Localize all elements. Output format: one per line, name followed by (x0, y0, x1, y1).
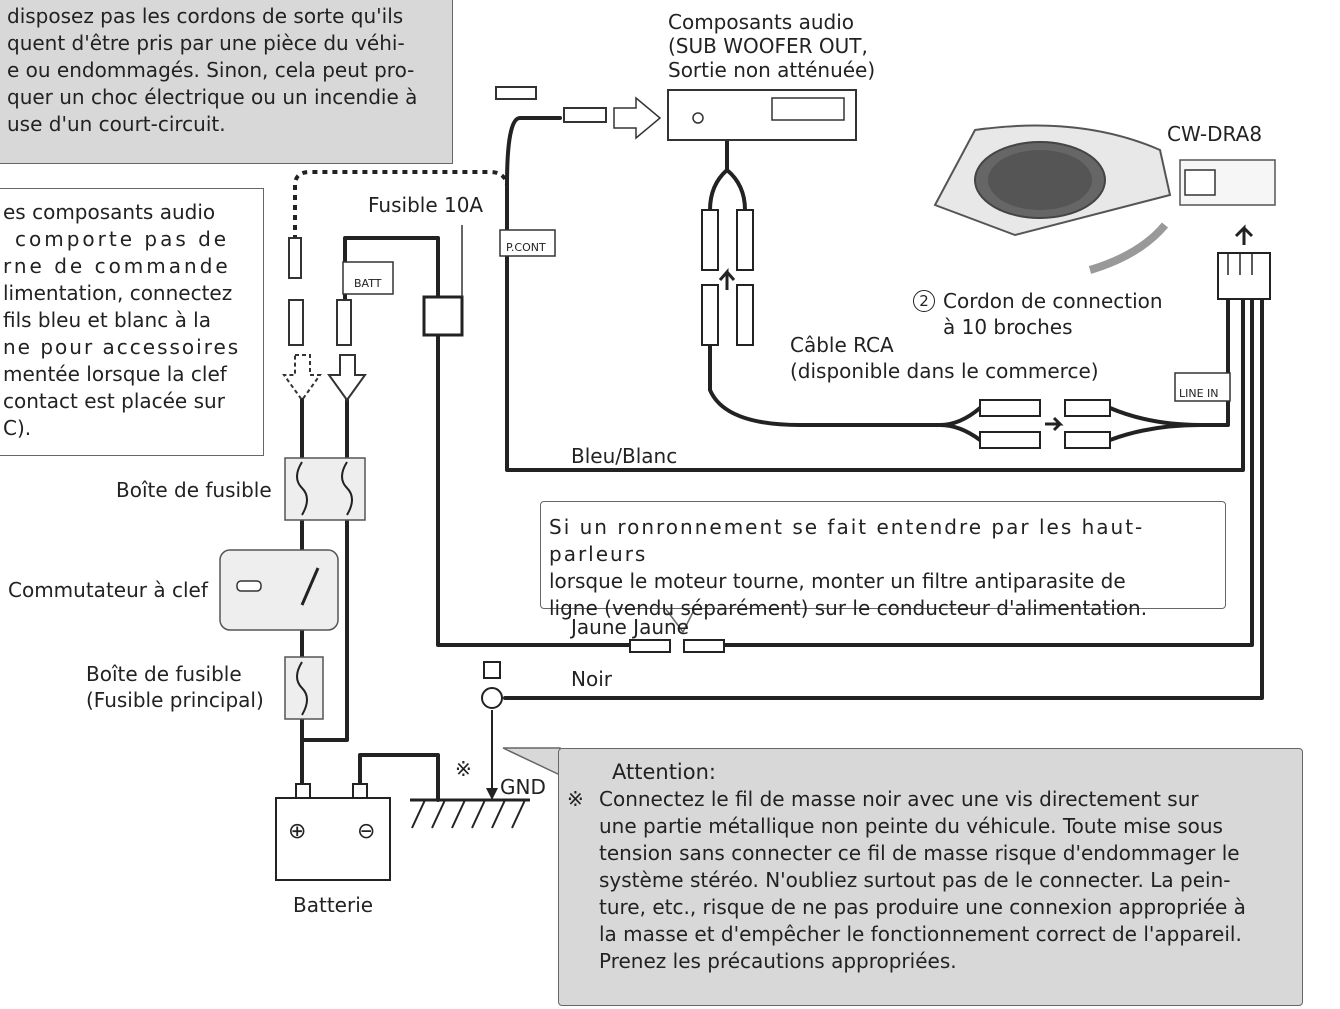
note-line: use d'un court-circuit. (7, 112, 226, 136)
gnd-asterisk: ※ (455, 757, 472, 781)
line-in-label: LINE IN (1179, 387, 1219, 400)
note-line: fils bleu et blanc à la (3, 308, 211, 332)
key-switch-box (219, 549, 339, 631)
note-line: contact est placée sur (3, 389, 225, 413)
rca-label-line2: (disponible dans le commerce) (790, 359, 1099, 383)
attention-line: Prenez les précautions appropriées. (599, 949, 957, 973)
optional-dashed-wire (293, 170, 509, 240)
gnd-label: GND (500, 775, 546, 799)
yellow-label: Jaune Jaune (571, 615, 689, 639)
batt-tag (342, 261, 394, 295)
note-line: comporte pas de (15, 227, 230, 251)
attention-line: la masse et d'empêcher le fonctionnement… (599, 922, 1242, 946)
yellow-wire (436, 328, 642, 647)
note-line: C). (3, 416, 32, 440)
rca-label-line1: Câble RCA (790, 333, 894, 357)
fuse-holder-10a (422, 295, 464, 337)
fuse-box-label: Boîte de fusible (116, 478, 272, 502)
minus-terminal: ⊖ (357, 819, 376, 844)
blue-white-wire (505, 183, 1245, 472)
note-line: rne de commande (3, 254, 231, 278)
pcont-tag (499, 229, 556, 257)
ten-pin-connector (1217, 252, 1271, 300)
left-info-note: es composants audio comporte pas de rne … (0, 188, 264, 456)
connector-label-line2: à 10 broches (943, 315, 1073, 339)
main-fuse-label-line1: Boîte de fusible (86, 662, 242, 686)
batt-label: BATT (354, 277, 382, 290)
note-line: quer un choc électrique ou un incendie à (7, 85, 418, 109)
connector-number: 2 (913, 290, 935, 312)
audio-components-label: Composants audio (SUB WOOFER OUT, Sortie… (668, 10, 876, 82)
attention-line: Connectez le fil de masse noir avec une … (599, 787, 1199, 811)
line-in-tag (1174, 372, 1231, 402)
note-line: quent d'être pris par une pièce du véhi- (7, 31, 405, 55)
blue-white-label: Bleu/Blanc (571, 444, 678, 468)
attention-line: système stéréo. N'oubliez surtout pas de… (599, 868, 1231, 892)
black-wire (503, 298, 1264, 700)
subwoofer-unit (933, 124, 1276, 274)
fuse-10a-label: Fusible 10A (368, 193, 484, 217)
fuse-box (284, 457, 366, 521)
note-line: ligne (vendu séparément) sur le conducte… (549, 596, 1148, 620)
main-fuse-label-line2: (Fusible principal) (86, 688, 264, 712)
plus-terminal: ⊕ (288, 819, 307, 844)
key-switch-label: Commutateur à clef (8, 578, 208, 602)
note-line: e ou endommagés. Sinon, cela peut pro- (7, 58, 415, 82)
attention-line: une partie métallique non peinte du véhi… (599, 814, 1223, 838)
attention-mark: ※ (567, 787, 584, 811)
connector-label-line1: Cordon de connection (943, 289, 1163, 313)
top-warning-note: disposez pas les cordons de sorte qu'ils… (0, 0, 453, 164)
remote-lead (505, 116, 562, 187)
rca-cable (708, 138, 729, 212)
note-line: limentation, connectez (3, 281, 233, 305)
note-line: mentée lorsque la clef (3, 362, 227, 386)
main-fuse-box (284, 656, 324, 720)
attention-note: Attention: ※ Connectez le fil de masse n… (558, 748, 1303, 1006)
note-line: Si un ronronnement se fait entendre par … (549, 515, 1145, 566)
note-line: ne pour accessoires (3, 335, 241, 359)
pcont-label: P.CONT (506, 241, 546, 254)
battery-label: Batterie (293, 893, 374, 917)
noise-filter-note: Si un ronronnement se fait entendre par … (540, 501, 1226, 620)
note-line: lorsque le moteur tourne, monter un filt… (549, 569, 1126, 593)
black-label: Noir (571, 667, 612, 691)
attention-line: tension sans connecter ce fil de masse r… (599, 841, 1240, 865)
attention-line: ture, etc., risque de ne pas produire un… (599, 895, 1246, 919)
note-line: disposez pas les cordons de sorte qu'ils (7, 4, 404, 28)
battery-body (275, 797, 391, 881)
note-line: es composants audio (3, 200, 216, 224)
device-model-label: CW-DRA8 (1167, 122, 1263, 146)
attention-title: Attention: (612, 760, 716, 784)
